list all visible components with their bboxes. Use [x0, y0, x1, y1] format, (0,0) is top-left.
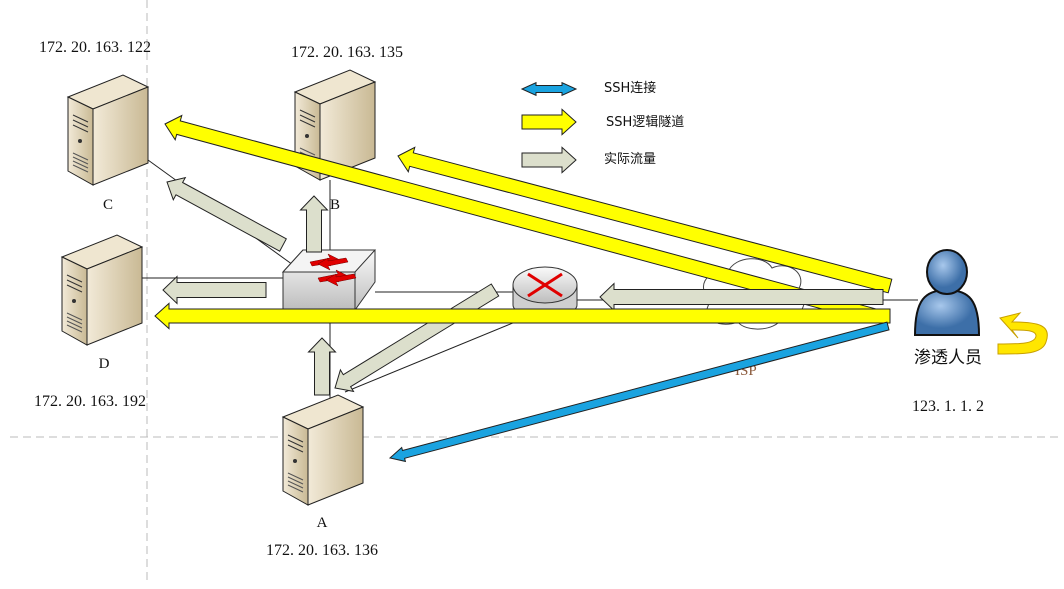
traffic-arrow-to-b [299, 195, 329, 253]
legend-tunnel-icon [521, 108, 577, 136]
traffic-arrow-to-d [162, 275, 267, 305]
legend-traffic-icon [521, 146, 577, 174]
legend-ssh-icon [520, 81, 578, 97]
server-c-ip: 172. 20. 163. 122 [39, 39, 151, 56]
attacker-ip: 123. 1. 1. 2 [912, 398, 984, 415]
attacker: 渗透人员 123. 1. 1. 2 [912, 249, 984, 415]
server-c [66, 74, 150, 186]
server-b-label: B [330, 197, 340, 213]
switch-arrows-icon [309, 253, 357, 287]
switch [281, 249, 377, 311]
server-a-ip: 172. 20. 163. 136 [266, 542, 378, 559]
legend-label-ssh: SSH连接 [604, 80, 656, 96]
link-router-a [344, 317, 526, 393]
person-icon [913, 288, 981, 336]
router-arrows-icon [527, 272, 563, 298]
traffic-arrow-to-switch [307, 337, 337, 396]
tunnel-arrow-to-d [154, 302, 891, 330]
server-c-label: C [103, 197, 113, 213]
server-b-ip: 172. 20. 163. 135 [291, 44, 403, 61]
attacker-label: 渗透人员 [914, 348, 982, 367]
tunnel-arrow-to-b [397, 146, 893, 294]
server-a-label: A [317, 515, 328, 531]
server-a [281, 394, 365, 506]
legend-label-traffic: 实际流量 [604, 152, 656, 167]
legend-label-tunnel: SSH逻辑隧道 [606, 114, 684, 130]
server-d [60, 234, 144, 346]
server-d-ip: 172. 20. 163. 192 [34, 393, 146, 410]
traffic-arrow-to-router [599, 282, 884, 312]
self-loop-arrow-icon [997, 312, 1048, 355]
legend [520, 81, 578, 174]
traffic-arrow-to-c [166, 176, 287, 252]
server-d-label: D [99, 356, 110, 372]
ssh-connection-arrow [388, 321, 890, 463]
